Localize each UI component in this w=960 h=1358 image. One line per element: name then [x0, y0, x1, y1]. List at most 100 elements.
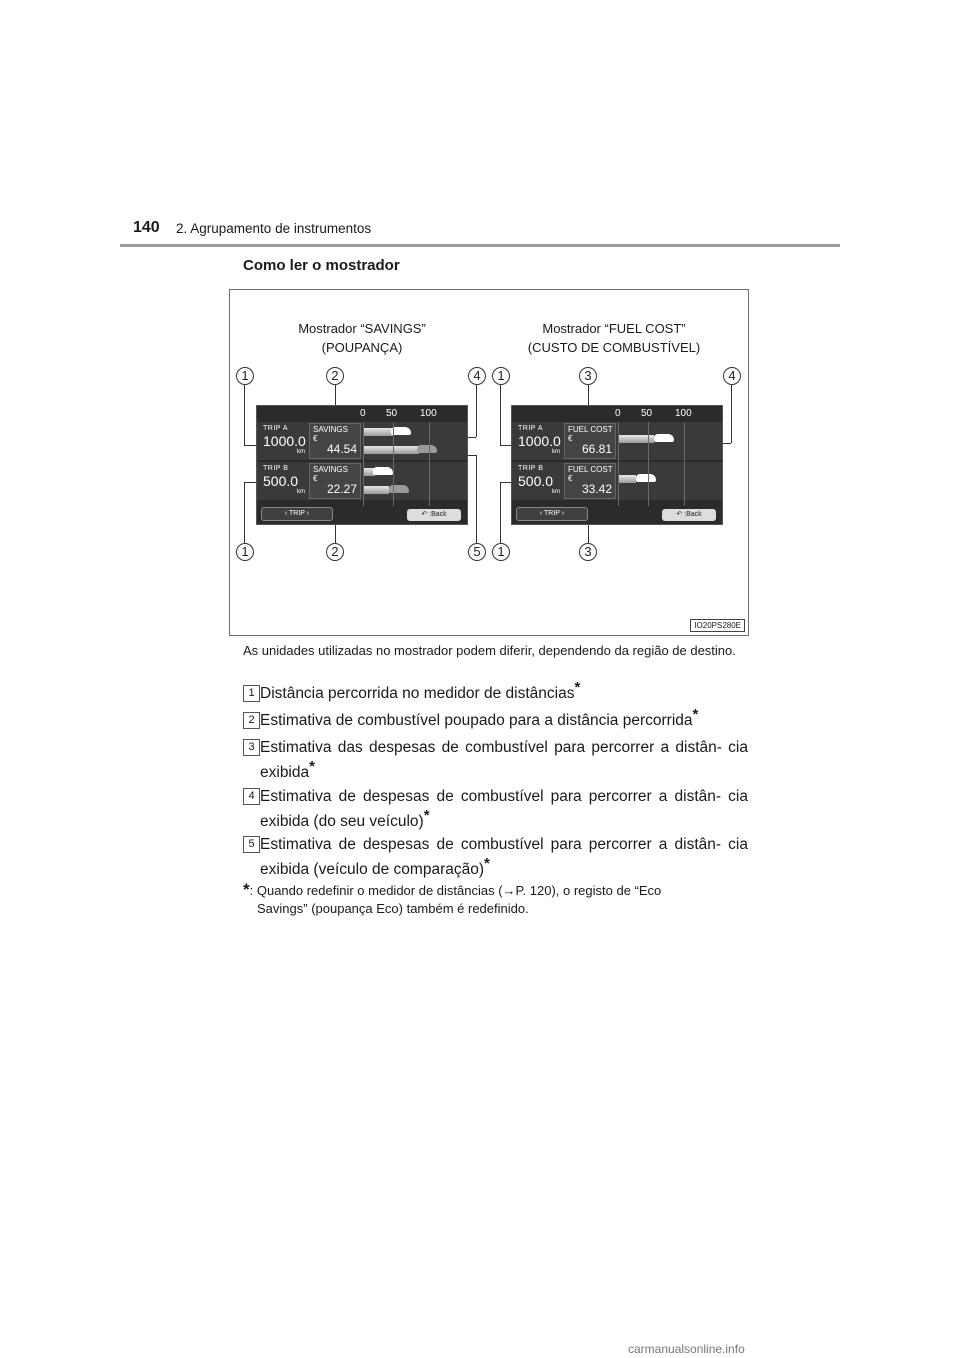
grid-line: [393, 422, 394, 506]
trip-row: TRIP A 1000.0 km SAVINGS € 44.54: [257, 422, 467, 460]
callout-4: 4: [723, 367, 741, 385]
asterisk-mark: *: [423, 807, 430, 824]
display-figure: Mostrador “SAVINGS” (POUPANÇA) Mostrador…: [229, 289, 749, 636]
savings-caption-line2: (POUPANÇA): [321, 340, 403, 355]
metric-label: FUEL COST: [568, 425, 613, 434]
trip-unit: km: [297, 449, 305, 455]
metric-value: 66.81: [581, 442, 612, 456]
metric-label: SAVINGS: [313, 425, 348, 434]
scale-tick: 100: [675, 408, 692, 419]
comparison-car-icon: [389, 485, 409, 493]
scale-tick: 50: [641, 408, 653, 419]
metric-value: 33.42: [581, 482, 612, 496]
leader-line: [244, 385, 245, 445]
callout-1: 1: [236, 543, 254, 561]
legend-item: 1 Distância percorrida no medidor de dis…: [243, 679, 748, 706]
trip-distance: 1000.0: [263, 433, 306, 449]
grid-line: [648, 422, 649, 506]
trip-label: TRIP B: [263, 465, 289, 472]
savings-box: SAVINGS € 22.27: [309, 463, 361, 499]
own-vehicle-bar: [363, 468, 375, 476]
trip-nav-label: TRIP: [544, 510, 560, 517]
scale-tick: 50: [386, 408, 398, 419]
trip-row: TRIP B 500.0 km SAVINGS € 22.27: [257, 462, 467, 500]
legend-text: Distância percorrida no medidor de distâ…: [260, 685, 575, 702]
leader-line: [476, 455, 477, 543]
own-vehicle-bar: [363, 428, 393, 436]
grid-line: [618, 422, 619, 506]
scale-tick: 0: [615, 408, 621, 419]
grid-line: [684, 422, 685, 506]
currency-symbol: €: [313, 474, 318, 483]
trip-nav-button[interactable]: ‹ TRIP ›: [261, 507, 333, 521]
callout-2: 2: [326, 367, 344, 385]
footnote-asterisk: *: [243, 880, 250, 899]
figure-code: IO20PS280E: [690, 619, 745, 632]
legend-item: 5 Estimativa de despesas de combustível …: [243, 832, 748, 882]
leader-line: [500, 385, 501, 445]
legend-item: 3 Estimativa das despesas de combustível…: [243, 735, 748, 785]
trip-distance: 500.0: [263, 473, 299, 489]
leader-line: [476, 385, 477, 437]
trip-nav-button[interactable]: ‹ TRIP ›: [516, 507, 588, 521]
leader-line: [500, 482, 501, 543]
savings-caption: Mostrador “SAVINGS” (POUPANÇA): [242, 319, 482, 357]
grid-line: [429, 422, 430, 506]
legend-item: 2 Estimativa de combustível poupado para…: [243, 707, 748, 733]
back-button[interactable]: ↶ :Back: [407, 509, 461, 521]
savings-caption-line1: Mostrador “SAVINGS”: [298, 321, 426, 336]
comparison-car-icon: [417, 445, 437, 453]
leader-line: [500, 445, 520, 446]
asterisk-mark: *: [484, 855, 490, 872]
trip-label: TRIP A: [263, 425, 289, 432]
section-title: Como ler o mostrador: [243, 257, 400, 274]
footnote-line1: : Quando redefinir o medidor de distânci…: [249, 883, 662, 898]
currency-symbol: €: [313, 434, 318, 443]
fuel-cost-box: FUEL COST € 66.81: [564, 423, 616, 459]
leader-line: [731, 385, 732, 443]
asterisk-mark: *: [574, 679, 581, 696]
callout-1: 1: [492, 367, 510, 385]
chapter-title: 2. Agrupamento de instrumentos: [176, 221, 372, 236]
trip-row: TRIP B 500.0 km FUEL COST € 33.42: [512, 462, 722, 500]
own-car-icon: [391, 427, 411, 435]
trip-unit: km: [297, 489, 305, 495]
scale-tick: 0: [360, 408, 366, 419]
callout-4: 4: [468, 367, 486, 385]
fuel-caption-line1: Mostrador “FUEL COST”: [542, 321, 686, 336]
callout-2: 2: [326, 543, 344, 561]
legend-text: Estimativa das despesas de combustível p…: [260, 739, 748, 781]
currency-symbol: €: [568, 434, 573, 443]
legend-text: Estimativa de combustível poupado para a…: [260, 712, 693, 729]
comparison-vehicle-bar: [363, 486, 389, 494]
asterisk-mark: *: [309, 758, 315, 775]
page-number: 140: [133, 219, 160, 236]
fuel-cost-screen: 0 50 100 TRIP A 1000.0 km FUEL COST € 66…: [511, 405, 723, 525]
fuel-caption-line2: (CUSTO DE COMBUSTÍVEL): [527, 340, 701, 355]
leader-line: [244, 445, 266, 446]
units-note: As unidades utilizadas no mostrador pode…: [243, 643, 736, 658]
metric-value: 44.54: [326, 442, 357, 456]
callout-1: 1: [236, 367, 254, 385]
back-button[interactable]: ↶ :Back: [662, 509, 716, 521]
legend-number: 4: [243, 788, 260, 805]
watermark: carmanualsonline.info: [628, 1342, 745, 1356]
legend-item: 4 Estimativa de despesas de combustível …: [243, 784, 748, 834]
leader-line: [500, 482, 520, 483]
legend-number: 5: [243, 836, 260, 853]
trip-row: TRIP A 1000.0 km FUEL COST € 66.81: [512, 422, 722, 460]
metric-label: SAVINGS: [313, 465, 348, 474]
own-car-icon: [636, 474, 656, 482]
grid-line: [363, 422, 364, 506]
fuel-cost-box: FUEL COST € 33.42: [564, 463, 616, 499]
callout-3: 3: [579, 367, 597, 385]
back-label: :Back: [429, 511, 447, 518]
savings-box: SAVINGS € 44.54: [309, 423, 361, 459]
trip-unit: km: [552, 489, 560, 495]
footnote: *: Quando redefinir o medidor de distânc…: [243, 881, 748, 918]
trip-distance: 1000.0: [518, 433, 561, 449]
legend-number: 3: [243, 739, 260, 756]
own-vehicle-bar: [618, 435, 654, 443]
leader-line: [244, 482, 266, 483]
trip-label: TRIP A: [518, 425, 544, 432]
